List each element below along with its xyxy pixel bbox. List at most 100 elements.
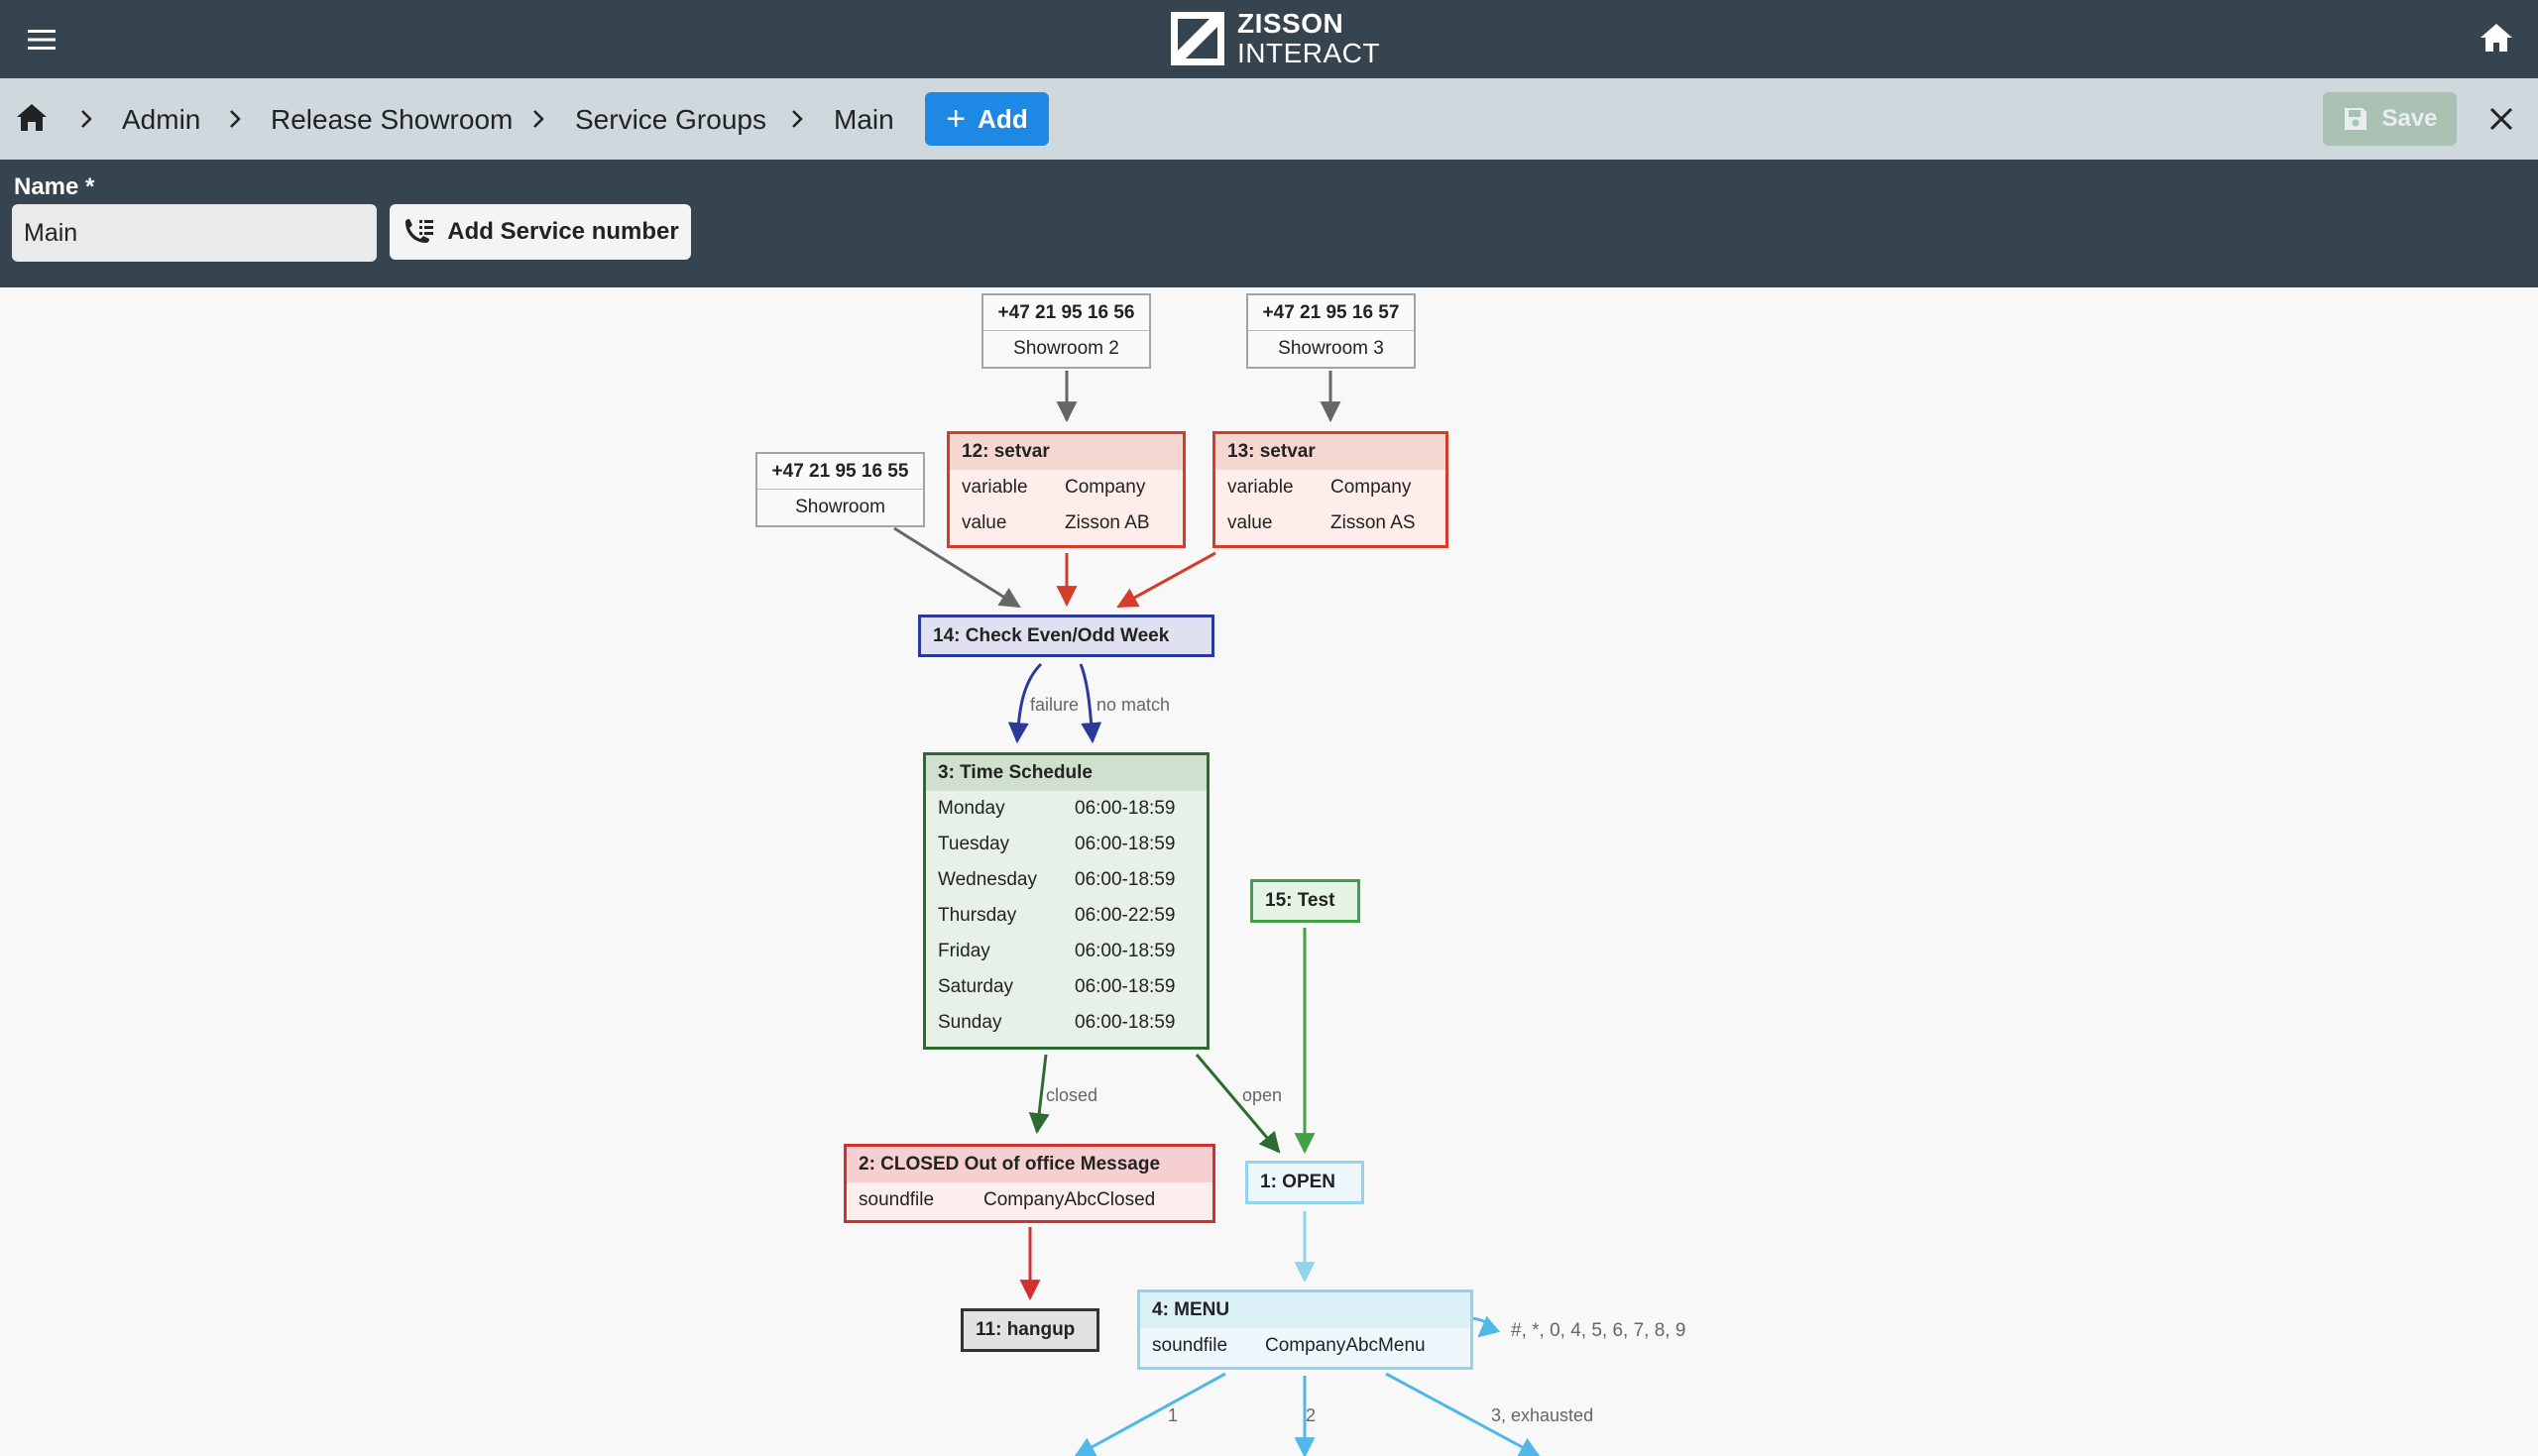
save-button-label: Save — [2381, 105, 2438, 132]
edge-label-open: open — [1242, 1085, 1283, 1105]
service-number: +47 21 95 16 57 — [1248, 295, 1414, 331]
flow-canvas[interactable]: +47 21 95 16 55 Showroom +47 21 95 16 56… — [0, 287, 2538, 1456]
breadcrumb-service-groups[interactable]: Service Groups — [575, 104, 766, 135]
add-service-number-label: Add Service number — [447, 218, 679, 245]
day: Monday — [938, 798, 1005, 819]
edge-setvar13-check — [1116, 551, 1216, 609]
row-value: Company — [1330, 477, 1412, 498]
flow-connections — [893, 371, 1541, 1456]
day: Thursday — [938, 905, 1017, 926]
hours: 06:00-18:59 — [1075, 976, 1176, 997]
edge-label-menu-loop: #, *, 0, 4, 5, 6, 7, 8, 9 — [1511, 1320, 1686, 1341]
phone-list-icon — [405, 219, 434, 243]
service-number: +47 21 95 16 56 — [983, 295, 1149, 331]
app-logo: ZISSON INTERACT — [1170, 8, 1380, 68]
edge-label-2: 2 — [1306, 1405, 1317, 1425]
node-row: variable Company — [1215, 470, 1445, 505]
save-button[interactable]: Save — [2323, 92, 2457, 146]
logo-line-1: ZISSON — [1237, 8, 1344, 39]
day: Saturday — [938, 976, 1014, 997]
close-icon[interactable] — [2486, 104, 2516, 134]
service-number-name: Showroom 3 — [1278, 338, 1384, 359]
edge-label-1: 1 — [1168, 1405, 1179, 1425]
plus-icon: + — [946, 100, 967, 138]
add-service-number-button[interactable]: Add Service number — [390, 204, 691, 260]
time-schedule-node[interactable]: 3: Time Schedule Monday 06:00-18:59 Tuesd… — [923, 752, 1210, 1050]
row-value: CompanyAbcMenu — [1265, 1335, 1426, 1356]
day: Tuesday — [938, 834, 1010, 854]
node-row: value Zisson AB — [950, 505, 1183, 541]
open-node[interactable]: 1: OPEN — [1245, 1161, 1364, 1204]
hangup-node[interactable]: 11: hangup — [961, 1308, 1099, 1352]
edge-label-no-match: no match — [1096, 695, 1171, 715]
node-title: 15: Test — [1265, 890, 1335, 911]
day: Friday — [938, 941, 990, 961]
edge-label-failure: failure — [1030, 695, 1080, 715]
add-button[interactable]: + Add — [925, 92, 1049, 146]
node-title: 11: hangup — [976, 1319, 1076, 1340]
edge-menu-1 — [1074, 1372, 1226, 1456]
add-button-label: Add — [978, 103, 1028, 134]
name-input[interactable] — [12, 204, 377, 262]
schedule-row: Wednesday 06:00-18:59 — [926, 862, 1207, 898]
row-key: soundfile — [859, 1189, 935, 1210]
service-number-name: Showroom 2 — [1013, 338, 1119, 359]
node-title: 12: setvar — [950, 434, 1183, 470]
edge-schedule-open — [1195, 1054, 1281, 1154]
edge-schedule-closed — [1028, 1054, 1050, 1135]
edge-check-schedule-nomatch — [1079, 663, 1102, 744]
schedule-row: Saturday 06:00-18:59 — [926, 969, 1207, 1005]
chevron-right-icon — [81, 110, 92, 128]
zisson-logo-icon — [1171, 12, 1224, 65]
service-number-node[interactable]: +47 21 95 16 55 Showroom — [755, 452, 925, 527]
closed-message-node[interactable]: 2: CLOSED Out of office Message soundfil… — [844, 1144, 1215, 1223]
row-value: Zisson AB — [1065, 512, 1150, 533]
edge-menu-loop — [1470, 1315, 1501, 1338]
node-row: soundfile CompanyAbcClosed — [847, 1182, 1212, 1218]
chevron-right-icon — [792, 110, 803, 128]
hours: 06:00-18:59 — [1075, 941, 1176, 961]
service-group-form: Name * Add Service number — [0, 160, 2538, 287]
day: Sunday — [938, 1012, 1002, 1033]
schedule-row: Monday 06:00-18:59 — [926, 791, 1207, 827]
hours: 06:00-18:59 — [1075, 1012, 1176, 1033]
service-number: +47 21 95 16 55 — [757, 454, 923, 490]
breadcrumb-main[interactable]: Main — [834, 104, 894, 135]
node-title: 14: Check Even/Odd Week — [933, 625, 1170, 646]
node-title: 1: OPEN — [1260, 1172, 1336, 1192]
row-key: value — [1227, 512, 1273, 533]
test-node[interactable]: 15: Test — [1250, 879, 1360, 923]
chevron-right-icon — [230, 110, 241, 128]
day: Wednesday — [938, 869, 1037, 890]
row-key: soundfile — [1152, 1335, 1228, 1356]
edge-check-schedule-failure — [1007, 662, 1043, 744]
service-number-node[interactable]: +47 21 95 16 57 Showroom 3 — [1246, 293, 1416, 369]
row-key: value — [962, 512, 1007, 533]
breadcrumb-admin[interactable]: Admin — [122, 104, 201, 135]
chevron-right-icon — [533, 110, 544, 128]
edge-showroom-check — [893, 526, 1021, 609]
breadcrumb-home-icon[interactable] — [14, 100, 50, 136]
breadcrumb-release-showroom[interactable]: Release Showroom — [271, 104, 514, 135]
hours: 06:00-18:59 — [1075, 798, 1176, 819]
home-icon[interactable] — [2477, 18, 2516, 57]
hours: 06:00-22:59 — [1075, 905, 1176, 926]
service-number-node[interactable]: +47 21 95 16 56 Showroom 2 — [981, 293, 1151, 369]
row-value: CompanyAbcClosed — [983, 1189, 1156, 1210]
schedule-row: Sunday 06:00-18:59 — [926, 1005, 1207, 1041]
name-field-label: Name * — [14, 173, 95, 200]
check-week-node[interactable]: 14: Check Even/Odd Week — [918, 615, 1214, 657]
hamburger-menu-icon[interactable] — [22, 20, 61, 59]
hours: 06:00-18:59 — [1075, 869, 1176, 890]
edge-menu-3 — [1385, 1372, 1541, 1456]
node-title: 2: CLOSED Out of office Message — [847, 1147, 1212, 1182]
node-title: 3: Time Schedule — [926, 755, 1207, 791]
row-key: variable — [1227, 477, 1294, 498]
row-value: Company — [1065, 477, 1146, 498]
